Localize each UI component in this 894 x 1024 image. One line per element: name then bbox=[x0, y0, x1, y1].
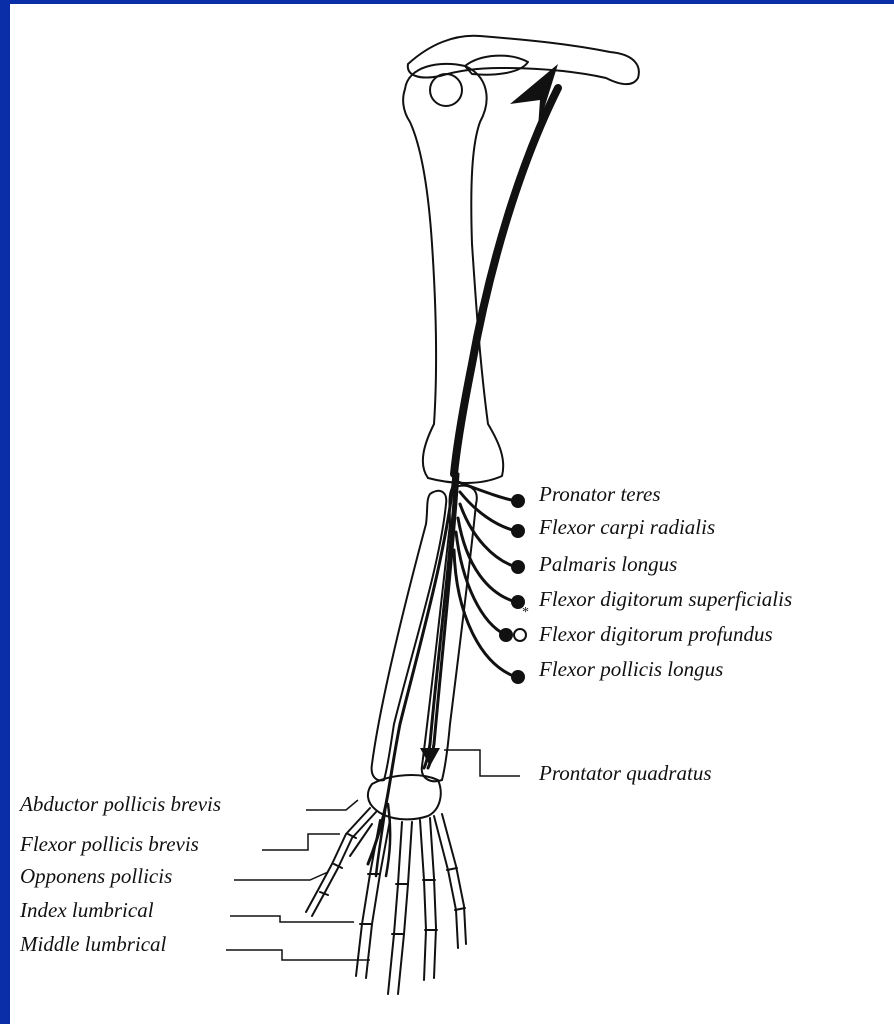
leader-flexor-pollicis-brevis bbox=[262, 834, 340, 850]
footnote-asterisk: * bbox=[522, 606, 529, 620]
label-abductor-pollicis-brevis: Abductor pollicis brevis bbox=[20, 794, 221, 815]
ring-finger bbox=[420, 820, 426, 980]
leader-pronator-quadratus bbox=[444, 750, 520, 776]
leader-abductor-pollicis-brevis bbox=[306, 800, 358, 810]
leader-middle-lumbrical bbox=[226, 950, 370, 960]
fdp-dot bbox=[499, 628, 513, 642]
label-flexor-carpi-radialis: Flexor carpi radialis bbox=[539, 517, 715, 538]
label-pronator-quadratus: Prontator quadratus bbox=[539, 763, 712, 784]
leader-index-lumbrical bbox=[230, 916, 354, 922]
fdp-open-dot bbox=[514, 629, 526, 641]
label-index-lumbrical: Index lumbrical bbox=[20, 900, 154, 921]
carpals bbox=[368, 775, 441, 819]
humeral-head bbox=[430, 74, 462, 106]
little-finger bbox=[434, 816, 458, 948]
median-nerve-trunk bbox=[454, 88, 558, 474]
leader-opponens-pollicis bbox=[234, 872, 328, 880]
label-palmaris-longus: Palmaris longus bbox=[539, 554, 677, 575]
label-opponens-pollicis: Opponens pollicis bbox=[20, 866, 172, 887]
diagram-canvas: Pronator teres Flexor carpi radialis Pal… bbox=[10, 4, 894, 1024]
label-pronator-teres: Pronator teres bbox=[539, 484, 661, 505]
label-middle-lumbrical: Middle lumbrical bbox=[20, 934, 166, 955]
label-flexor-digitorum-superficialis: Flexor digitorum superficialis bbox=[539, 589, 792, 610]
flexor-carpi-radialis-dot bbox=[511, 524, 525, 538]
fpl-dot bbox=[511, 670, 525, 684]
label-flexor-digitorum-profundus: Flexor digitorum profundus bbox=[539, 624, 773, 645]
palmaris-longus-dot bbox=[511, 560, 525, 574]
thumb bbox=[306, 808, 370, 912]
pronator-teres-dot bbox=[511, 494, 525, 508]
label-flexor-pollicis-brevis: Flexor pollicis brevis bbox=[20, 834, 199, 855]
label-flexor-pollicis-longus: Flexor pollicis longus bbox=[539, 659, 723, 680]
